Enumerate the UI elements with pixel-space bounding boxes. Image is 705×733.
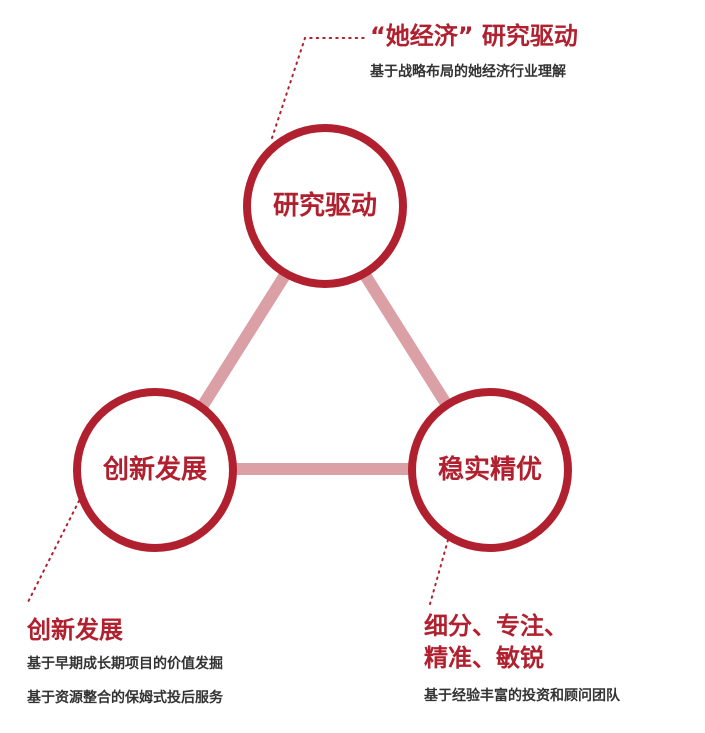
annotation-innovation-line-2: 基于资源整合的保姆式投后服务 <box>27 690 223 706</box>
annotation-research-line: 基于战略布局的她经济行业理解 <box>370 64 566 80</box>
edge-top-right <box>359 271 456 414</box>
leader-right <box>429 539 449 605</box>
node-research: 研究驱动 <box>243 124 407 288</box>
annotation-research: “她经济” 研究驱动 基于战略布局的她经济行业理解 <box>370 20 578 82</box>
annotation-stable: 细分、专注、 精准、敏锐 基于经验丰富的投资和顾问团队 <box>424 610 620 706</box>
annotation-stable-line: 基于经验丰富的投资和顾问团队 <box>424 688 620 704</box>
annotation-innovation-line-1: 基于早期成长期项目的价值发掘 <box>27 656 223 672</box>
annotation-stable-title-1: 细分、专注、 <box>424 612 568 640</box>
node-innovation: 创新发展 <box>73 388 237 552</box>
node-innovation-label: 创新发展 <box>102 454 207 485</box>
node-stable: 稳实精优 <box>408 388 572 552</box>
annotation-innovation-title: 创新发展 <box>27 616 123 644</box>
annotation-innovation: 创新发展 基于早期成长期项目的价值发掘 基于资源整合的保姆式投后服务 <box>27 614 223 708</box>
edge-top-left <box>194 271 291 414</box>
leader-left <box>26 494 83 605</box>
node-stable-label: 稳实精优 <box>438 454 542 485</box>
node-research-label: 研究驱动 <box>273 190 377 221</box>
annotation-research-title: “她经济” 研究驱动 <box>370 22 578 50</box>
leader-top <box>271 37 369 139</box>
annotation-stable-title-2: 精准、敏锐 <box>424 644 544 672</box>
